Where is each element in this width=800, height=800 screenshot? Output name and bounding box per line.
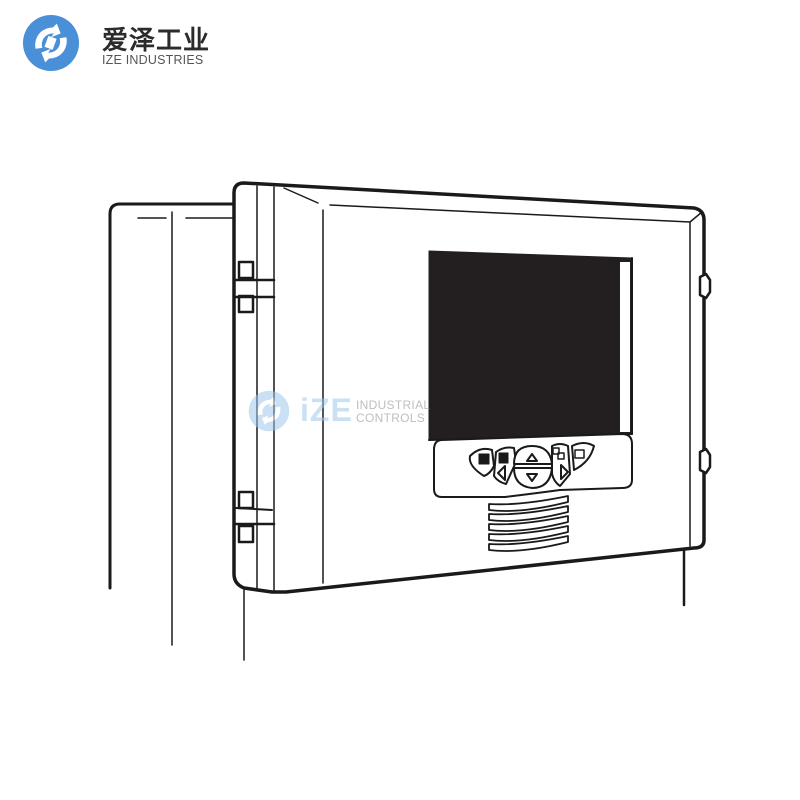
door-hinge-bottom <box>234 490 276 544</box>
company-logo: 爱泽工业 IZE INDUSTRIES <box>22 14 222 76</box>
company-name-english: IZE INDUSTRIES <box>102 53 204 67</box>
side-latch-top <box>698 272 712 300</box>
right-key[interactable] <box>560 464 569 480</box>
arrow-left-icon <box>497 465 506 481</box>
list-icon <box>498 452 509 464</box>
down-key[interactable] <box>513 467 553 489</box>
watermark-brand: iZE <box>300 392 353 428</box>
menu-key[interactable] <box>468 447 495 477</box>
door-hinge-top <box>234 260 276 314</box>
ize-logo-icon <box>22 14 80 72</box>
ize-watermark: iZE INDUSTRIAL CONTROLS <box>248 388 431 436</box>
arrow-right-icon <box>560 464 569 480</box>
arrow-up-icon <box>526 453 538 462</box>
return-key[interactable] <box>571 442 595 471</box>
ize-watermark-icon <box>248 390 290 432</box>
speaker-vent <box>488 495 569 552</box>
company-name-chinese: 爱泽工业 <box>102 26 211 56</box>
windows-icon <box>552 447 560 455</box>
watermark-line1: INDUSTRIAL <box>356 398 431 412</box>
rear-enclosure <box>108 202 686 661</box>
left-key[interactable] <box>497 465 506 481</box>
menu-icon <box>478 453 490 465</box>
up-key[interactable] <box>513 445 553 465</box>
display-screen <box>428 250 633 441</box>
watermark-line2: CONTROLS <box>356 411 426 425</box>
return-icon <box>574 449 585 459</box>
side-latch-bottom <box>698 447 712 475</box>
arrow-down-icon <box>526 473 538 482</box>
